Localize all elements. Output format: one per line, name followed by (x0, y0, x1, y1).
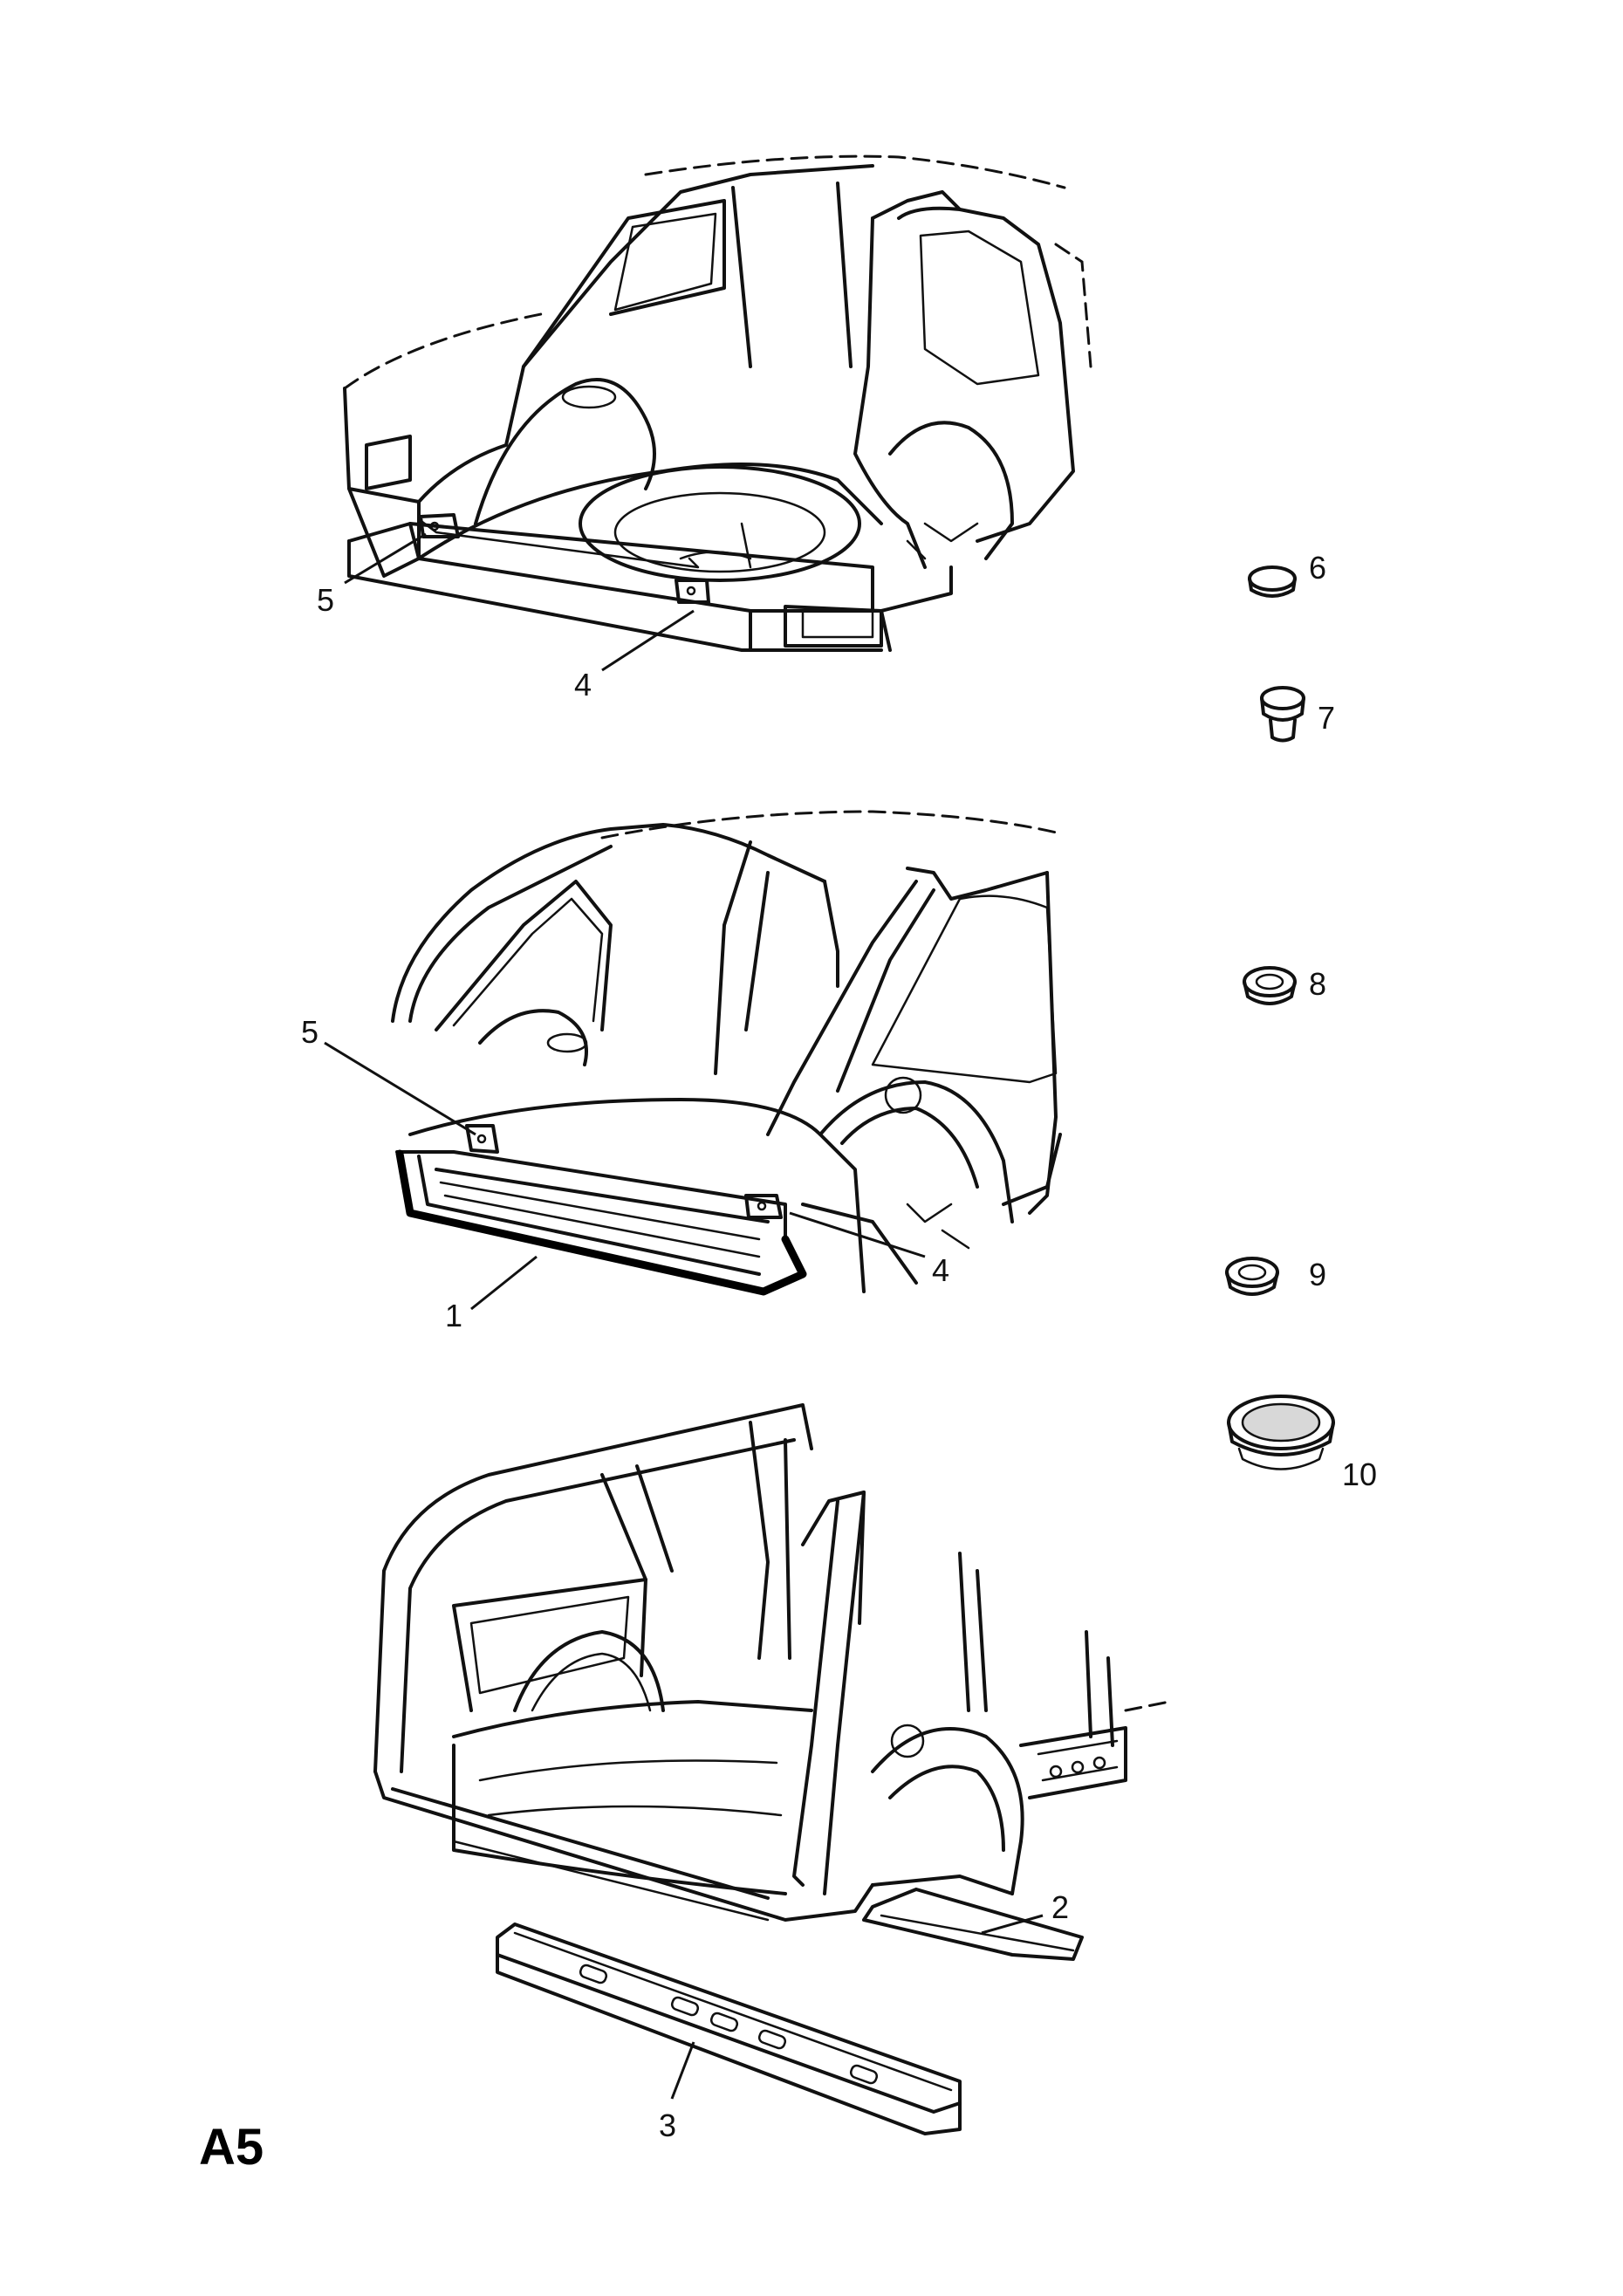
sill-part-3 (496, 1922, 962, 2135)
leader-bot-2 (981, 1914, 1044, 1935)
callout-mid-4: 4 (932, 1252, 949, 1288)
sill-part-2 (862, 1888, 1084, 1961)
callout-bot-2: 2 (1051, 1889, 1069, 1925)
leader-top-5 (344, 532, 427, 585)
leader-mid-1 (470, 1255, 538, 1311)
grommet-part-8 (1243, 966, 1297, 1005)
plug-part-7 (1260, 686, 1305, 743)
callout-top-5: 5 (317, 582, 334, 618)
grommet-part-10 (1227, 1395, 1335, 1470)
callout-mid-1: 1 (445, 1298, 462, 1333)
plug-part-6 (1248, 565, 1297, 598)
leader-top-4 (601, 609, 695, 672)
leader-bot-3 (670, 2041, 695, 2100)
leader-mid-5 (324, 1041, 476, 1136)
bottom-body-view (373, 1403, 1171, 1922)
page-code: A5 (199, 2119, 264, 2176)
callout-part-7: 7 (1318, 700, 1335, 736)
callout-top-4: 4 (574, 667, 592, 703)
middle-body-view (391, 810, 1062, 1296)
callout-part-8: 8 (1309, 966, 1326, 1002)
callout-part-10: 10 (1342, 1456, 1377, 1492)
callout-part-9: 9 (1309, 1257, 1326, 1292)
callout-bot-3: 3 (659, 2108, 676, 2143)
leader-mid-4 (789, 1211, 926, 1258)
callout-part-6: 6 (1309, 550, 1326, 586)
grommet-part-9 (1225, 1257, 1279, 1296)
top-body-view (343, 154, 1092, 652)
callout-mid-5: 5 (301, 1014, 318, 1050)
